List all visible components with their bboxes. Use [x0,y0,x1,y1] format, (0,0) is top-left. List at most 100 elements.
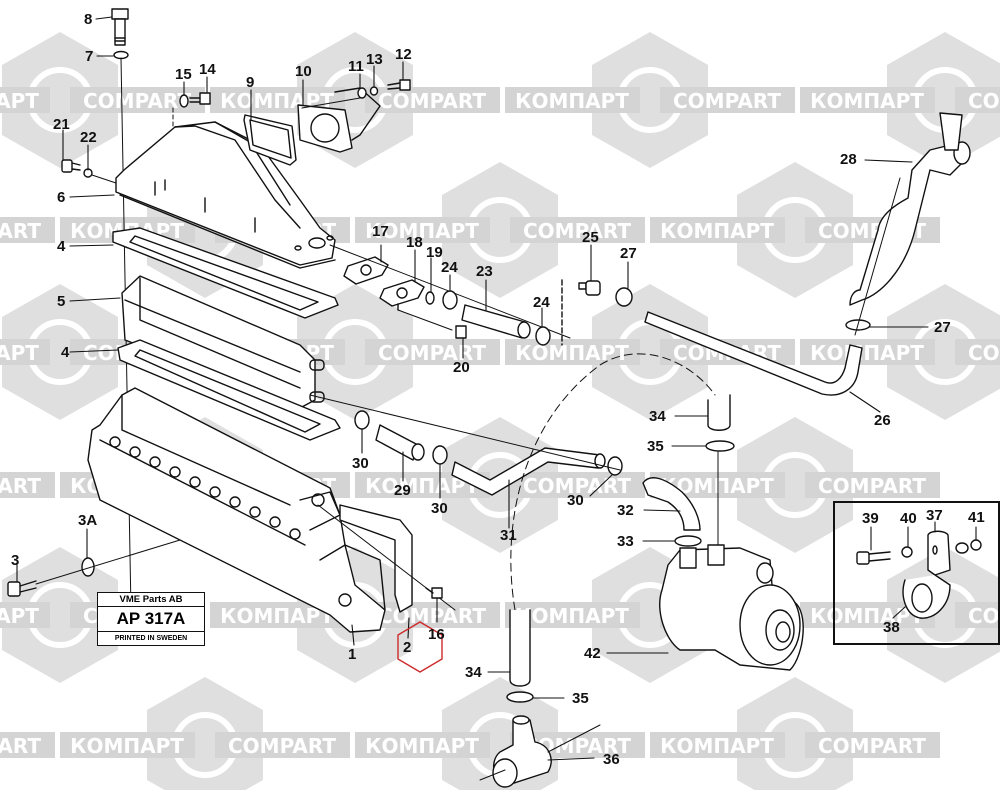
callout-21[interactable]: 21 [53,116,70,133]
clamp-30a [354,410,370,430]
washer-13 [369,86,379,96]
callout-24a[interactable]: 24 [441,259,458,276]
callout-5[interactable]: 5 [57,293,66,310]
watermark-text: COMPART [378,341,486,365]
tee-36 [479,715,601,788]
callout-25[interactable]: 25 [582,229,599,246]
hose-34-lower [509,609,531,687]
elbow-32 [642,477,701,531]
washer-19 [425,291,435,305]
watermark-text: КОМПАРТ [810,341,924,365]
watermark-text: COMPART [378,89,486,113]
callout-30c[interactable]: 30 [567,492,584,509]
watermark-text: COMPART [968,604,1000,628]
callout-2[interactable]: 2 [403,639,412,656]
callout-33[interactable]: 33 [617,533,634,550]
gasket-4-lower [117,339,341,441]
callout-31[interactable]: 31 [500,527,517,544]
callout-12[interactable]: 12 [395,46,412,63]
document-stamp: VME Parts AB AP 317A PRINTED IN SWEDEN [97,592,205,646]
callout-38[interactable]: 38 [883,619,900,636]
pipe-28 [849,112,971,336]
flange-17 [343,256,389,285]
callout-26[interactable]: 26 [874,412,891,429]
watermark-text: COMPART [0,219,41,243]
callout-29[interactable]: 29 [394,482,411,499]
flange-18 [379,279,425,307]
callout-27b[interactable]: 27 [934,319,951,336]
watermark-text: КОМПАРТ [0,341,39,365]
stamp-code: AP 317A [98,607,204,632]
callout-30a[interactable]: 30 [352,455,369,472]
callout-14[interactable]: 14 [199,61,216,78]
watermark-text: COMPART [378,604,486,628]
washer-3a [81,557,95,577]
hose-23 [461,304,526,339]
callout-27a[interactable]: 27 [620,245,637,262]
watermark-text: COMPART [818,734,926,758]
washer-7 [113,50,129,60]
callout-35-lower[interactable]: 35 [572,690,589,707]
callout-18[interactable]: 18 [406,234,423,251]
callout-4-lower[interactable]: 4 [61,344,70,361]
watermark-text: КОМПАРТ [810,89,924,113]
callout-6[interactable]: 6 [57,189,66,206]
callout-42[interactable]: 42 [584,645,601,662]
callout-23[interactable]: 23 [476,263,493,280]
callout-32[interactable]: 32 [617,502,634,519]
callout-3[interactable]: 3 [11,552,20,569]
callout-10[interactable]: 10 [295,63,312,80]
callout-39[interactable]: 39 [862,510,879,527]
callout-8[interactable]: 8 [84,11,93,28]
callout-30b[interactable]: 30 [431,500,448,517]
callout-37[interactable]: 37 [926,507,943,524]
callout-36[interactable]: 36 [603,751,620,768]
callout-34-upper[interactable]: 34 [649,408,666,425]
stamp-company: VME Parts AB [98,593,204,607]
watermark-text: COMPART [673,89,781,113]
bolt-8 [111,8,129,46]
pipe-26 [644,311,863,396]
callout-4-upper[interactable]: 4 [57,238,66,255]
clamp-35-lower [506,691,534,703]
callout-3a[interactable]: 3A [78,512,98,529]
clamp-24b [535,326,551,346]
watermark-text: COMPART [968,341,1000,365]
hose-34-upper [707,394,731,431]
bolt-12 [387,79,411,91]
leader-lines [16,16,977,761]
callout-19[interactable]: 19 [426,244,443,261]
callout-34-lower[interactable]: 34 [465,664,482,681]
watermark-text: КОМПАРТ [515,604,629,628]
watermark-text: COMPART [523,219,631,243]
callout-9[interactable]: 9 [246,74,255,91]
clamp-33 [674,535,702,547]
watermark-text: КОМПАРТ [0,89,39,113]
callout-13[interactable]: 13 [366,51,383,68]
hose-31 [451,447,601,496]
callout-35-upper[interactable]: 35 [647,438,664,455]
clamp-35-upper [705,440,735,452]
callout-15[interactable]: 15 [175,66,192,83]
gasket-2 [339,504,413,613]
callout-40[interactable]: 40 [900,510,917,527]
callout-16[interactable]: 16 [428,626,445,643]
callout-24b[interactable]: 24 [533,294,550,311]
callout-28[interactable]: 28 [840,151,857,168]
callout-22[interactable]: 22 [80,129,97,146]
callout-41[interactable]: 41 [968,509,985,526]
callout-17[interactable]: 17 [372,223,389,240]
callout-1[interactable]: 1 [348,646,357,663]
watermark-text: КОМПАРТ [70,734,184,758]
callout-20[interactable]: 20 [453,359,470,376]
callout-7[interactable]: 7 [85,48,94,65]
callout-11[interactable]: 11 [348,58,364,75]
watermark-text: КОМПАРТ [0,604,39,628]
